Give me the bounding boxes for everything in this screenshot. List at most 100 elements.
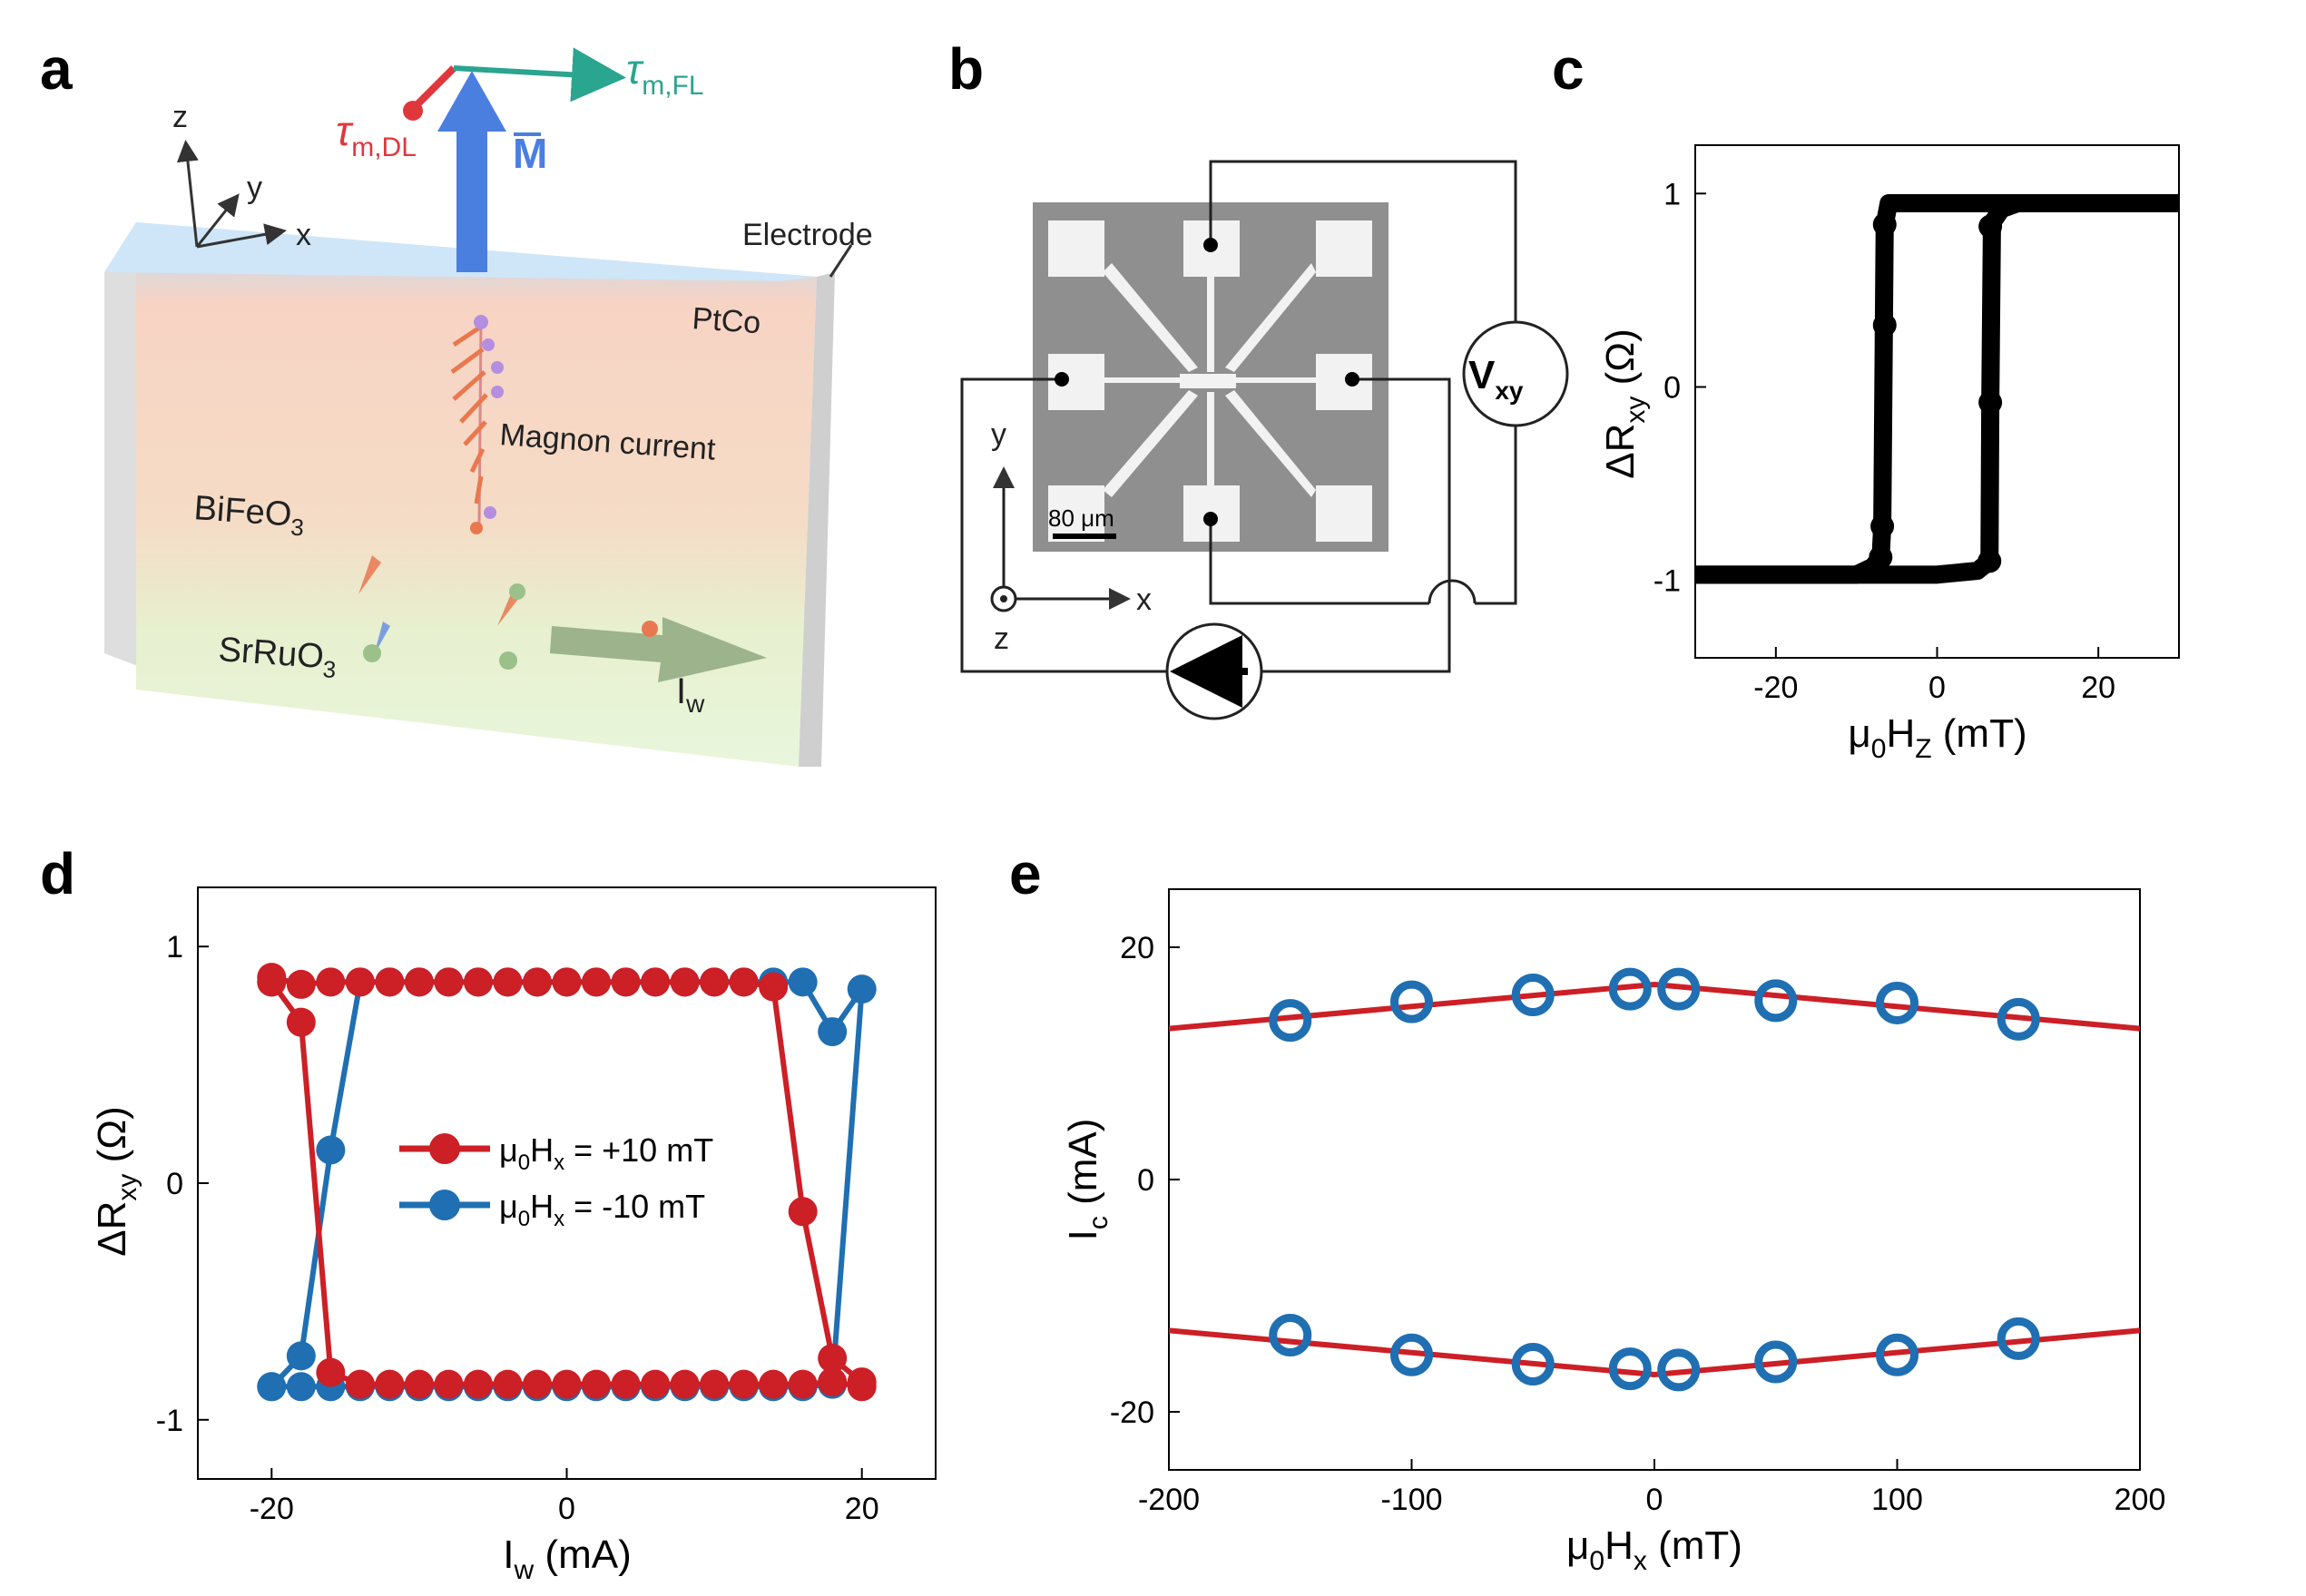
data-point-d-0-38 xyxy=(375,1369,405,1399)
electrode-pointer xyxy=(829,244,853,278)
data-point-d-0-2 xyxy=(286,969,316,999)
data-point-d-0-42 xyxy=(257,967,287,997)
plot-area-c xyxy=(1695,193,2179,584)
data-point-c-1 xyxy=(1872,313,1897,338)
ytick-label-d-2: 1 xyxy=(166,930,183,964)
data-point-c-5 xyxy=(1978,390,2003,415)
xtick-label-c-1: 0 xyxy=(1928,671,1946,705)
panel-letter-d: d xyxy=(40,841,75,906)
current-source xyxy=(1165,622,1263,720)
data-point-d-0-40 xyxy=(316,1357,346,1387)
ytick-label-d-1: 0 xyxy=(166,1167,183,1201)
data-point-d-1-21 xyxy=(818,1017,848,1047)
data-point-d-0-41 xyxy=(286,1007,316,1037)
data-point-d-0-4 xyxy=(345,967,375,997)
ptco-label: PtCo xyxy=(691,301,761,340)
xlabel-d: Iw (mA) xyxy=(503,1532,631,1585)
iw-label: Iw xyxy=(676,671,705,718)
data-point-d-0-17 xyxy=(729,967,759,997)
data-point-e-1 xyxy=(1390,980,1433,1023)
data-point-d-0-35 xyxy=(463,1369,493,1399)
data-point-e-12 xyxy=(1657,1348,1701,1392)
data-point-d-0-34 xyxy=(493,1369,523,1399)
data-point-e-3 xyxy=(1608,967,1652,1011)
legend-d-item-1: μ0Hx = -10 mT xyxy=(499,1188,705,1231)
data-point-d-0-36 xyxy=(434,1369,464,1399)
series-line-d-0 xyxy=(269,974,865,1390)
device-pads xyxy=(1048,220,1372,542)
data-point-d-0-26 xyxy=(729,1369,759,1399)
ytick-label-c-2: 1 xyxy=(1663,177,1681,211)
xlabel-e: μ0Hx (mT) xyxy=(1566,1523,1742,1576)
ytick-label-e-1: 0 xyxy=(1137,1163,1154,1198)
legend-d-item-0: μ0Hx = +10 mT xyxy=(499,1131,713,1175)
xtick-label-e-4: 200 xyxy=(2115,1483,2166,1517)
scale-bar-label: 80 μm xyxy=(1048,504,1114,532)
series-line-c-1 xyxy=(1695,193,2179,584)
data-point-d-0-37 xyxy=(404,1369,434,1399)
data-point-d-0-10 xyxy=(522,967,552,997)
xtick-label-c-0: -20 xyxy=(1753,671,1798,705)
data-point-e-15 xyxy=(1997,1317,2040,1360)
ytick-label-e-0: -20 xyxy=(1110,1395,1154,1430)
data-point-d-0-24 xyxy=(788,1369,818,1399)
ytick-label-d-0: -1 xyxy=(156,1404,183,1438)
data-point-d-0-13 xyxy=(611,967,641,997)
data-point-d-0-11 xyxy=(552,967,582,997)
panel-letter-e: e xyxy=(1009,841,1042,906)
data-point-d-0-29 xyxy=(641,1369,671,1399)
panel-a: a z y x τm,FL τm,DL M xyxy=(40,36,873,767)
device-axis-z: z xyxy=(994,622,1009,656)
axis-z-label: z xyxy=(172,100,188,134)
data-point-d-1-22 xyxy=(788,967,818,997)
torque-dl-label: τm,DL xyxy=(336,107,417,162)
data-point-d-1-20 xyxy=(847,974,877,1004)
torque-fl-label: τm,FL xyxy=(626,45,704,101)
device-side-left xyxy=(104,222,200,690)
plot-frame-e xyxy=(1168,888,2141,1471)
torque-vectors: τm,FL τm,DL xyxy=(336,45,704,162)
electrode-label: Electrode xyxy=(742,218,873,252)
ytick-label-c-0: -1 xyxy=(1653,564,1681,599)
plot-area-d xyxy=(257,963,877,1402)
data-point-d-1-40 xyxy=(257,1372,287,1402)
data-point-d-0-8 xyxy=(463,967,493,997)
device-axis-y: y xyxy=(991,417,1006,452)
data-point-d-0-18 xyxy=(759,972,789,1002)
xtick-label-e-2: 0 xyxy=(1646,1483,1663,1517)
lower-spins xyxy=(358,555,525,670)
data-point-e-13 xyxy=(1754,1340,1798,1384)
device-axes: y x z xyxy=(990,417,1152,656)
series-line-c-0 xyxy=(1695,193,2179,584)
srruo3-label: SrRuO3 xyxy=(217,631,339,683)
panel-letter-a: a xyxy=(40,36,73,102)
axis-x-label: x xyxy=(296,218,311,252)
data-point-d-1-39 xyxy=(286,1341,316,1371)
data-point-e-6 xyxy=(1876,981,1918,1024)
fit-line-e-0 xyxy=(1169,981,2140,1032)
xtick-label-d-1: 0 xyxy=(558,1492,575,1526)
data-point-c-4 xyxy=(1978,214,2003,239)
data-point-d-0-39 xyxy=(345,1369,375,1399)
ylabel-e: Ic (mA) xyxy=(1061,1119,1114,1241)
magnon-spins xyxy=(450,315,504,534)
data-point-d-0-31 xyxy=(582,1369,612,1399)
data-point-d-0-20 xyxy=(818,1343,848,1373)
data-point-c-0 xyxy=(1872,212,1897,237)
data-point-d-0-25 xyxy=(759,1369,789,1399)
magnetization-label: M xyxy=(513,130,547,177)
data-point-d-0-27 xyxy=(700,1369,730,1399)
xtick-label-e-0: -200 xyxy=(1138,1483,1200,1517)
data-point-e-0 xyxy=(1269,999,1312,1043)
legend-d: μ0Hx = +10 mT μ0Hx = -10 mT xyxy=(399,1131,713,1231)
panel-letter-c: c xyxy=(1552,36,1585,102)
ytick-label-c-1: 0 xyxy=(1663,371,1681,406)
data-point-d-0-33 xyxy=(522,1369,552,1399)
data-point-e-9 xyxy=(1390,1333,1433,1376)
device-axis-x: x xyxy=(1136,583,1152,617)
